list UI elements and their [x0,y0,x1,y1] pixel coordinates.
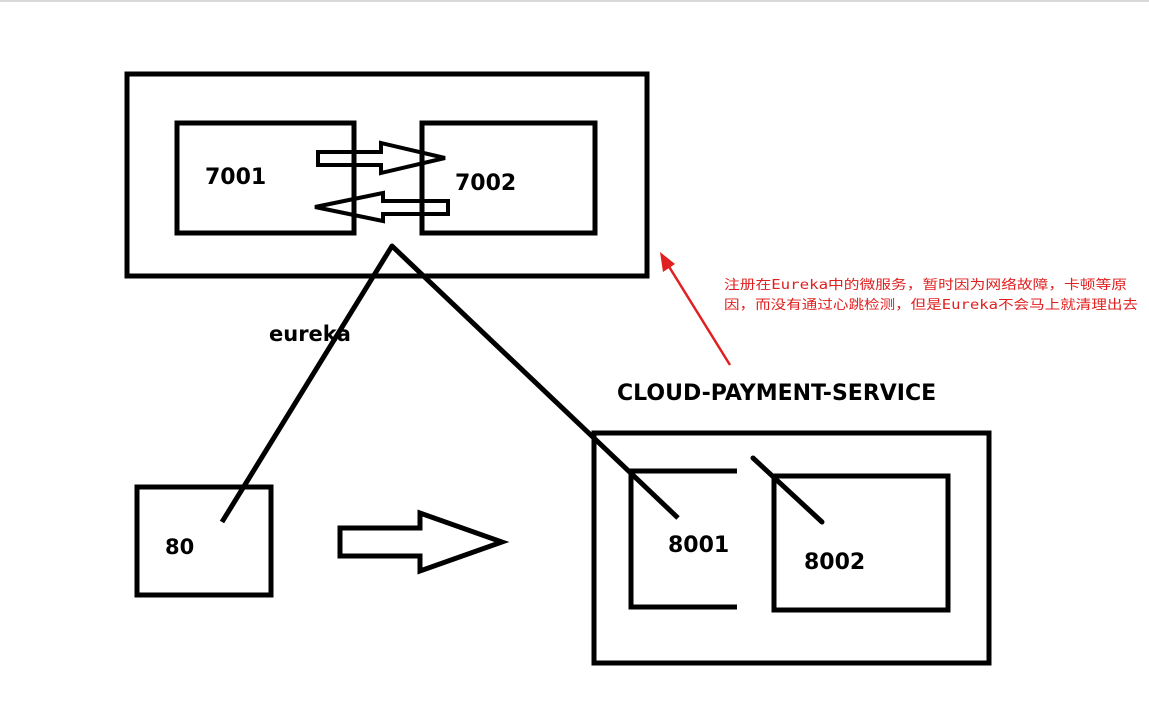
call-arrow [337,509,510,575]
consumer-80-label: 80 [165,535,194,559]
eureka-server-7001-label: 7001 [205,165,266,190]
annotation-arrow-line [666,264,732,366]
replication-arrow-right [316,140,446,176]
provider-8001-label: 8001 [668,533,729,558]
payment-service-box [591,430,992,666]
eureka-label: eureka [269,322,351,346]
consumer-80-box [134,484,274,598]
eureka-cluster-box [124,71,650,279]
annotation-arrow-head [660,252,675,272]
annotation-text-line-2: 因，而没有通过心跳检测，但是Eureka不会马上就清理出去 [724,298,1138,313]
registration-line [219,243,680,524]
top-border-line [0,0,1149,2]
eureka-server-7002-label: 7002 [455,171,516,196]
provider-8002-label: 8002 [804,550,865,575]
eureka-server-7001-box [174,120,357,236]
service-name-label: CLOUD-PAYMENT-SERVICE [617,381,936,406]
replication-arrow-left [314,190,450,224]
annotation-text-line-1: 注册在Eureka中的微服务，暂时因为网络故障，卡顿等原 [724,277,1127,293]
eureka-server-7002-box [419,120,598,236]
provider-8001-box [628,468,737,610]
registration-line-8002 [750,455,825,525]
provider-8002-box [771,473,951,613]
